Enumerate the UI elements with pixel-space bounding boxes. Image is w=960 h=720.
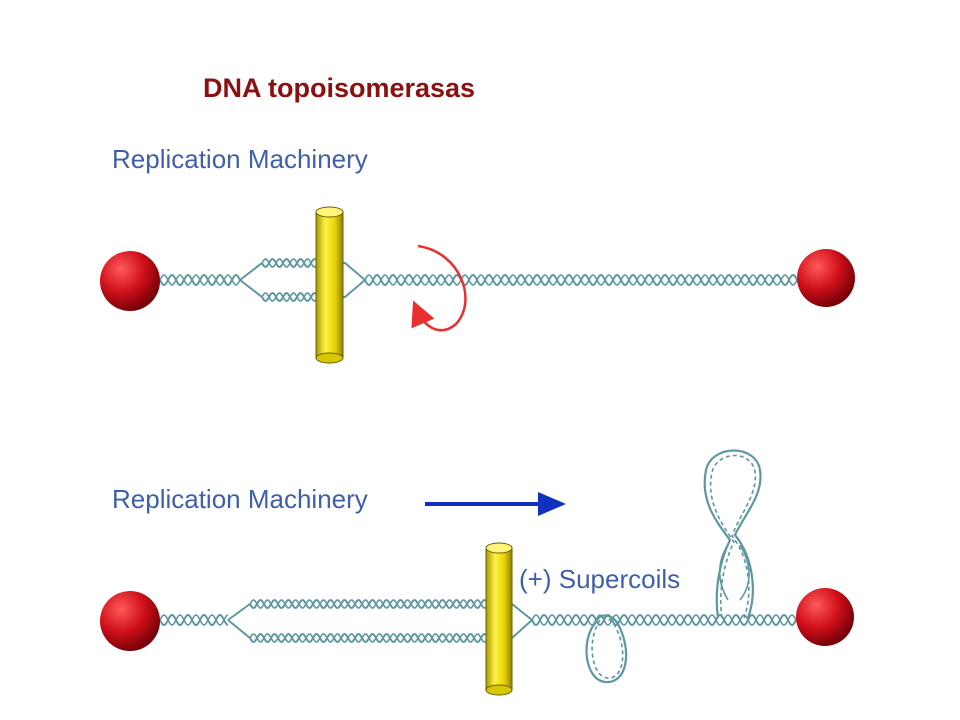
anchor-ball-left-bottom bbox=[100, 591, 160, 651]
anchor-ball-left-top bbox=[100, 251, 160, 311]
page-title: DNA topoisomerasas bbox=[203, 73, 476, 103]
fork-arms-left-top bbox=[239, 262, 263, 298]
dna-strand bbox=[531, 613, 801, 627]
top-panel bbox=[100, 206, 855, 364]
fork-strand-upper-top bbox=[261, 258, 319, 268]
dna-strand bbox=[261, 258, 319, 268]
dna-strand bbox=[364, 274, 801, 286]
dna-strand bbox=[159, 274, 241, 286]
dna-strand bbox=[159, 614, 229, 626]
dna-strand bbox=[159, 613, 229, 627]
dna-strand bbox=[249, 633, 489, 643]
dna-helix-left-top bbox=[159, 273, 241, 287]
bottom-panel bbox=[100, 449, 854, 696]
replication-machinery-label-bottom: Replication Machinery bbox=[112, 484, 368, 514]
dna-strand bbox=[364, 273, 801, 287]
dna-strand bbox=[261, 292, 319, 302]
fork-strand-upper-bottom bbox=[249, 599, 489, 609]
fork-strand-lower-bottom bbox=[249, 633, 489, 643]
dna-helix-right-top bbox=[364, 273, 801, 287]
anchor-ball-right-top bbox=[797, 249, 855, 307]
replication-machine-cylinder-bottom bbox=[485, 542, 513, 696]
replication-machinery-label-top: Replication Machinery bbox=[112, 144, 368, 174]
direction-arrow-head-icon bbox=[538, 492, 566, 516]
rotation-arrow-icon bbox=[411, 244, 467, 332]
dna-strand bbox=[249, 599, 489, 609]
supercoils-label: (+) Supercoils bbox=[519, 564, 681, 594]
fork-strand-lower-top bbox=[261, 292, 319, 302]
dna-helix-right-bottom bbox=[531, 613, 801, 627]
supercoil-loop-large bbox=[703, 449, 762, 619]
replication-machine-cylinder-top bbox=[315, 206, 344, 364]
supercoil-loop-small bbox=[585, 614, 628, 684]
dna-helix-left-bottom bbox=[159, 613, 229, 627]
dna-strand bbox=[531, 614, 801, 626]
anchor-ball-right-bottom bbox=[796, 588, 854, 646]
fork-arms-left-bottom bbox=[227, 603, 251, 639]
